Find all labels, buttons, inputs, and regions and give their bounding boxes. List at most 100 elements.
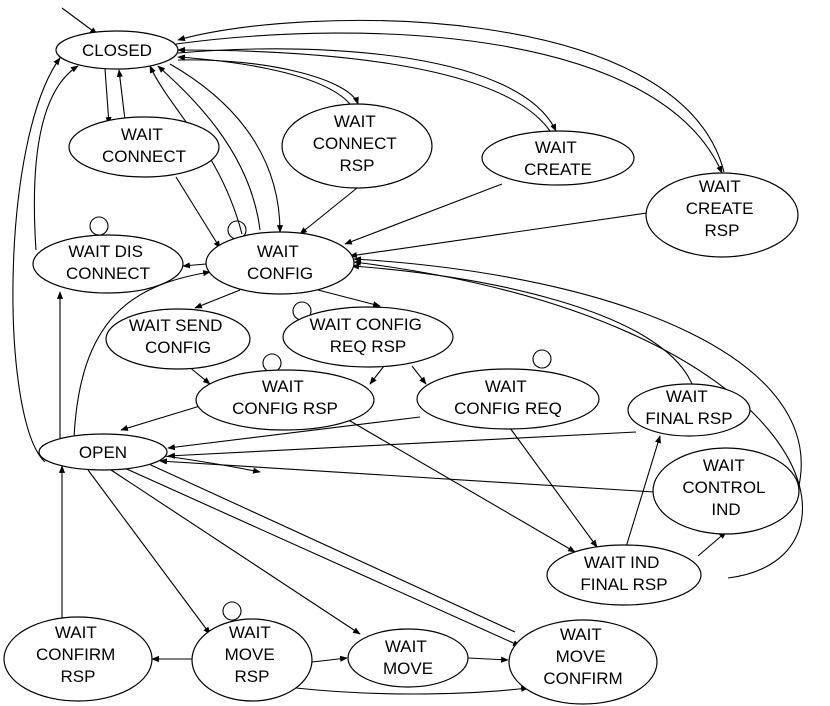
edge-wait-move-confirm-to-open bbox=[139, 459, 516, 633]
edge-wait-config-rsp-to-wait-ind-final-rsp bbox=[344, 417, 576, 553]
edge-wait-connect-to-wait-config bbox=[175, 176, 221, 249]
edge-wait-config-req-rsp-to-wait-config-rsp bbox=[369, 365, 385, 385]
svg-text:WAIT CONFIG REQ: WAIT CONFIG REQ bbox=[454, 377, 562, 418]
svg-text:WAIT DIS CONNECT: WAIT DIS CONNECT bbox=[66, 242, 150, 283]
svg-text:WAIT FINAL RSP: WAIT FINAL RSP bbox=[645, 387, 732, 428]
edge-wait-create-to-wait-config bbox=[344, 183, 503, 245]
edge-closed-to-wait-config bbox=[169, 63, 284, 233]
state-wait-connect-rsp-label-3: RSP bbox=[340, 156, 375, 175]
svg-text:WAIT CONNECT R: WAIT CONNECT RSP bbox=[313, 112, 401, 175]
self-loop-wait-move-rsp bbox=[222, 601, 242, 621]
edge-wait-control-ind-to-wait-config bbox=[353, 256, 802, 491]
state-wait-confirm-rsp-label-2: CONFIRM bbox=[36, 645, 115, 664]
edge-wait-final-rsp-to-wait-config bbox=[351, 263, 693, 385]
state-wait-ind-final-rsp-label-2: FINAL RSP bbox=[580, 575, 667, 594]
edge-wait-config-to-closed bbox=[157, 65, 261, 231]
state-open: OPEN bbox=[38, 433, 168, 471]
state-wait-confirm-rsp: WAIT CONFIRM RSP bbox=[3, 616, 153, 702]
svg-text:WAIT SEND CONFIG: WAIT SEND CONFIG bbox=[129, 316, 227, 357]
state-wait-move-label-1: WAIT bbox=[385, 637, 427, 656]
state-wait-connect-label-1: WAIT bbox=[121, 125, 163, 144]
edge-wait-create-to-closed bbox=[177, 46, 551, 132]
state-wait-send-config-label-1: WAIT SEND bbox=[129, 316, 223, 335]
state-wait-move-confirm-label-3: CONFIRM bbox=[543, 669, 622, 688]
state-wait-move: WAIT MOVE bbox=[347, 628, 469, 688]
state-wait-connect-rsp: WAIT CONNECT RSP bbox=[281, 103, 433, 189]
svg-text:WAIT MOVE CONF: WAIT MOVE CONFIRM bbox=[543, 625, 622, 688]
state-wait-config-req: WAIT CONFIG REQ bbox=[416, 368, 600, 430]
state-wait-move-label-2: MOVE bbox=[383, 659, 433, 678]
edge-wait-config-req-to-open bbox=[167, 416, 421, 451]
edge-wait-config-rsp-to-open bbox=[120, 405, 201, 431]
edge-wait-connect-rsp-to-wait-config bbox=[299, 187, 358, 235]
edge-wait-final-rsp-to-open bbox=[167, 431, 637, 459]
state-wait-move-confirm-label-1: WAIT bbox=[560, 625, 602, 644]
state-wait-config-req-label-2: CONFIG REQ bbox=[454, 399, 562, 418]
edge-wait-move-to-wait-move-confirm bbox=[467, 656, 509, 663]
edge-wait-ind-final-rsp-to-wait-control-ind bbox=[697, 531, 727, 557]
edge-wait-config-to-wait-send-config bbox=[194, 289, 241, 309]
edge-wait-control-ind-to-open bbox=[159, 458, 655, 493]
edge-open-to-wait-config bbox=[73, 270, 211, 439]
state-wait-config: WAIT CONFIG bbox=[205, 231, 355, 295]
edge-wait-config-req-rsp-to-wait-config-req bbox=[411, 365, 427, 385]
state-wait-move-confirm-label-2: MOVE bbox=[556, 647, 606, 666]
state-wait-final-rsp: WAIT FINAL RSP bbox=[627, 383, 751, 437]
state-closed-label-1: CLOSED bbox=[82, 41, 152, 60]
state-wait-move-rsp-label-2: MOVE bbox=[225, 645, 275, 664]
svg-text:WAIT CONFIRM R: WAIT CONFIRM RSP bbox=[36, 623, 120, 686]
state-wait-config-req-rsp-label-1: WAIT CONFIG bbox=[309, 315, 421, 334]
state-wait-ind-final-rsp: WAIT IND FINAL RSP bbox=[546, 544, 702, 606]
edge-wait-disconnect-to-closed bbox=[33, 65, 79, 251]
state-wait-create-rsp: WAIT CREATE RSP bbox=[645, 172, 799, 258]
edge-wait-ind-final-rsp-to-wait-final-rsp bbox=[625, 435, 661, 548]
svg-text:WAIT CONNECT: WAIT CONNECT bbox=[102, 125, 186, 166]
state-wait-config-req-label-1: WAIT bbox=[485, 377, 527, 396]
edge-wait-create-rsp-to-closed bbox=[177, 19, 725, 173]
svg-text:WAIT CONFIG RSP: WAIT CONFIG RSP bbox=[232, 377, 338, 418]
edge-wait-config-to-wait-config-req-rsp bbox=[317, 289, 381, 308]
state-open-label-1: OPEN bbox=[79, 443, 127, 462]
states: CLOSED WAIT CONNECT WAIT CONNECT RSP WAI… bbox=[3, 30, 800, 705]
state-wait-move-rsp-label-1: WAIT bbox=[229, 623, 271, 642]
state-wait-create: WAIT CREATE bbox=[481, 130, 635, 186]
state-wait-create-label-2: CREATE bbox=[524, 160, 592, 179]
svg-text:WAIT CONFIG: WAIT CONFIG bbox=[247, 242, 313, 283]
state-wait-control-ind-label-3: IND bbox=[711, 500, 740, 519]
state-wait-config-label-2: CONFIG bbox=[247, 264, 313, 283]
edge-open-to-wait-move-rsp bbox=[87, 469, 211, 635]
svg-text:WAIT CREATE RS: WAIT CREATE RSP bbox=[686, 177, 758, 240]
initial-transition-arrow bbox=[61, 7, 98, 35]
self-loop-wait-disconnect bbox=[89, 216, 109, 236]
edge-wait-connect-to-closed bbox=[116, 69, 126, 121]
state-wait-move-rsp: WAIT MOVE RSP bbox=[191, 618, 313, 702]
state-wait-create-label-1: WAIT bbox=[535, 138, 577, 157]
svg-text:CLOSED: CLOSED bbox=[82, 41, 152, 60]
state-wait-confirm-rsp-label-1: WAIT bbox=[55, 623, 97, 642]
state-wait-config-req-rsp: WAIT CONFIG REQ RSP bbox=[282, 306, 454, 368]
self-loop-wait-config-req bbox=[532, 349, 552, 369]
state-wait-disconnect-label-2: CONNECT bbox=[66, 264, 150, 283]
state-wait-disconnect-label-1: WAIT DIS bbox=[68, 242, 143, 261]
state-wait-confirm-rsp-label-3: RSP bbox=[61, 667, 96, 686]
state-wait-config-label-1: WAIT bbox=[257, 242, 299, 261]
edge-open-to-wait-move bbox=[107, 467, 361, 635]
state-wait-config-rsp: WAIT CONFIG RSP bbox=[195, 369, 375, 431]
edge-wait-move-rsp-to-wait-move bbox=[311, 655, 348, 663]
self-loop-wait-config-rsp bbox=[262, 353, 282, 373]
state-wait-connect-rsp-label-2: CONNECT bbox=[313, 134, 397, 153]
state-wait-config-req-rsp-label-2: REQ RSP bbox=[330, 337, 407, 356]
svg-text:WAIT CREATE: WAIT CREATE bbox=[524, 138, 592, 179]
state-wait-config-rsp-label-2: CONFIG RSP bbox=[232, 399, 338, 418]
state-wait-ind-final-rsp-label-1: WAIT IND bbox=[584, 553, 660, 572]
edge-wait-connect-rsp-to-closed bbox=[177, 54, 351, 105]
edge-closed-to-wait-create bbox=[177, 48, 557, 132]
svg-text:WAIT CONTROL I: WAIT CONTROL IND bbox=[682, 456, 769, 519]
edge-open-to-wait-move-confirm bbox=[119, 465, 521, 647]
edge-wait-ind-final-rsp-to-wait-config bbox=[353, 259, 803, 579]
state-wait-move-rsp-label-3: RSP bbox=[235, 667, 270, 686]
svg-text:WAIT MOVE: WAIT MOVE bbox=[383, 637, 433, 678]
state-wait-control-ind: WAIT CONTROL IND bbox=[652, 447, 800, 535]
svg-text:WAIT CONFIG REQ RSP: WAIT CONFIG REQ RSP bbox=[309, 315, 426, 356]
